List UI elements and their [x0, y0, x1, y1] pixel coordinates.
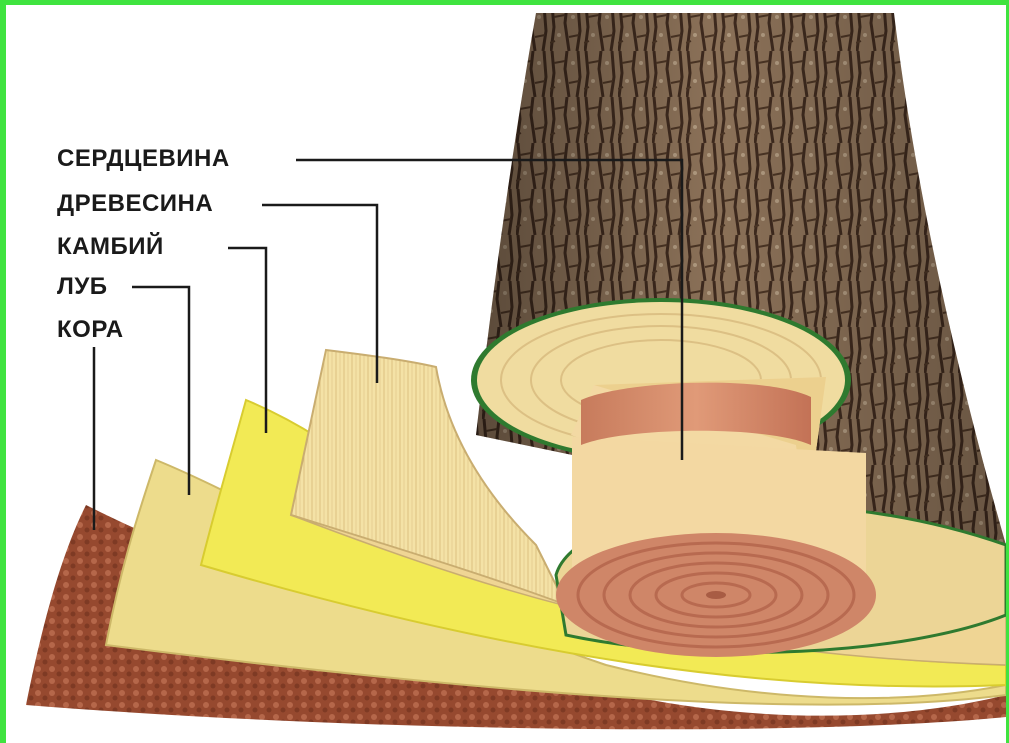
tree-trunk-cross-section-illustration	[6, 5, 1009, 743]
label-pith: СЕРДЦЕВИНА	[57, 147, 230, 171]
label-cambium: КАМБИЙ	[57, 235, 164, 259]
label-bark: КОРА	[57, 318, 124, 342]
label-wood: ДРЕВЕСИНА	[57, 192, 213, 216]
label-phloem: ЛУБ	[57, 275, 108, 299]
